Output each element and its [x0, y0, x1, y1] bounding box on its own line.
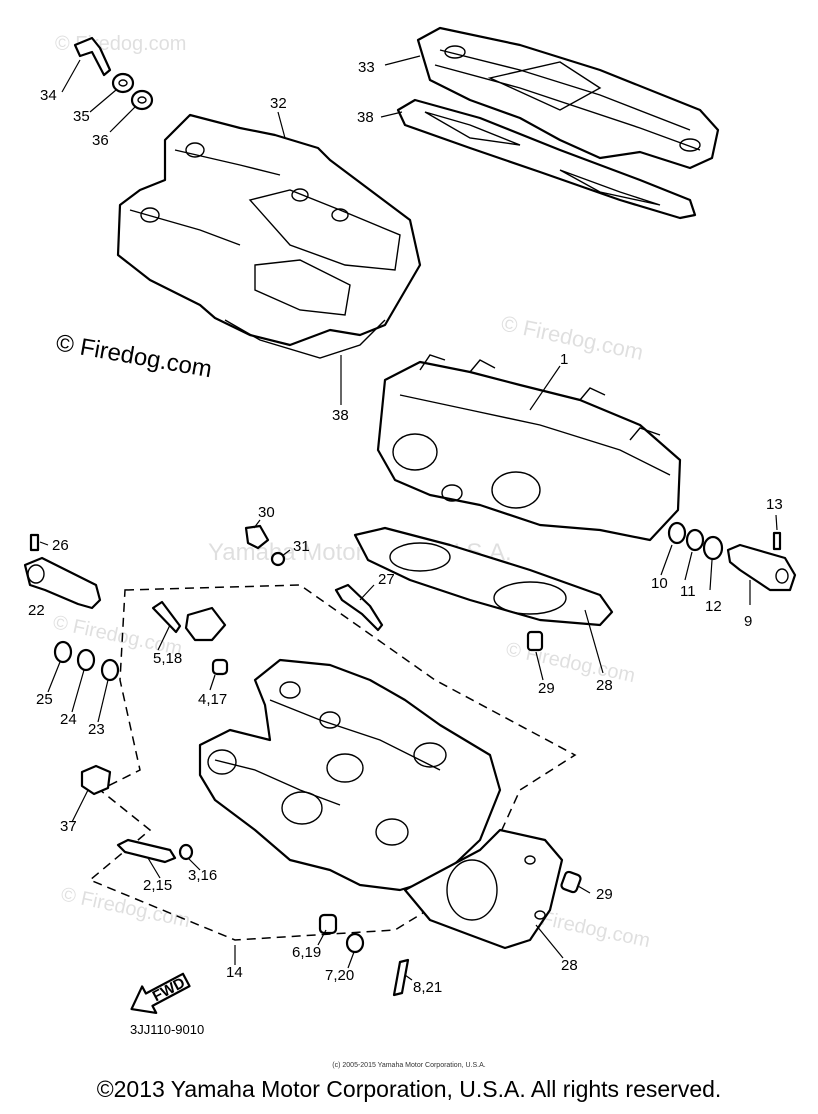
part-7-washer — [345, 932, 365, 954]
callout-9: 9 — [744, 613, 752, 630]
callout-14: 14 — [226, 964, 243, 981]
part-8-stud — [392, 958, 410, 997]
callout-28-lower: 28 — [561, 957, 578, 974]
part-4-plug — [211, 658, 229, 676]
part-14-assembly-outline — [88, 584, 577, 941]
part-31-washer — [270, 551, 286, 567]
part-28-head-gasket-lower — [403, 828, 564, 950]
callout-30: 30 — [258, 504, 275, 521]
part-24-o-ring — [76, 648, 96, 672]
part-11-o-ring — [685, 528, 705, 552]
callout-34: 34 — [40, 87, 57, 104]
part-37-plug — [80, 764, 112, 796]
part-12-o-ring — [702, 535, 724, 561]
part-23-o-ring — [100, 658, 120, 682]
part-22-camshaft-end — [23, 556, 102, 610]
callout-37: 37 — [60, 818, 77, 835]
fwd-arrow: FWD — [130, 972, 191, 1015]
part-14-cylinder-head-front — [198, 658, 502, 892]
fwd-label: FWD — [150, 974, 188, 1005]
part-5-bracket — [184, 606, 227, 642]
part-10-o-ring — [667, 521, 687, 545]
callout-23: 23 — [88, 721, 105, 738]
callout-29-upper: 29 — [538, 680, 555, 697]
part-34-bolt — [73, 36, 112, 77]
part-2-pipe — [116, 838, 177, 864]
part-3-o-ring — [178, 843, 194, 861]
part-26-pin — [29, 533, 40, 552]
callout-1: 1 — [560, 351, 568, 368]
callout-33: 33 — [358, 59, 375, 76]
watermark-right-lower: © Firedog.com — [504, 638, 637, 687]
callout-29-lower: 29 — [596, 886, 613, 903]
callout-13: 13 — [766, 496, 783, 513]
part-35-washer — [111, 72, 135, 94]
callout-3-16: 3,16 — [188, 867, 217, 884]
part-36-grommet-hole — [137, 96, 147, 104]
part-38-gasket-lower — [224, 319, 386, 359]
part-29-dowel-upper — [526, 630, 544, 652]
callout-12: 12 — [705, 598, 722, 615]
callout-38-lower: 38 — [332, 407, 349, 424]
part-28-head-gasket-upper — [353, 526, 614, 627]
callout-10: 10 — [651, 575, 668, 592]
callout-27: 27 — [378, 571, 395, 588]
callout-2-15: 2,15 — [143, 877, 172, 894]
part-9-camshaft-end — [726, 543, 797, 592]
part-25-o-ring — [53, 640, 73, 664]
part-35-washer-hole — [118, 79, 128, 87]
part-13-pin — [772, 531, 782, 551]
callout-7-20: 7,20 — [325, 967, 354, 984]
callout-32: 32 — [270, 95, 287, 112]
part-5-valve — [151, 600, 182, 634]
callout-24: 24 — [60, 711, 77, 728]
part-38-gasket-upper — [396, 98, 697, 220]
part-1-cylinder-head-rear — [376, 354, 682, 542]
callout-4-17: 4,17 — [198, 691, 227, 708]
callout-31: 31 — [293, 538, 310, 555]
callout-8-21: 8,21 — [413, 979, 442, 996]
callout-22: 22 — [28, 602, 45, 619]
watermark-main: © Firedog.com — [54, 329, 214, 383]
callout-28-upper: 28 — [596, 677, 613, 694]
diagram-code: 3JJ110-9010 — [130, 1022, 205, 1037]
callout-11: 11 — [680, 583, 696, 600]
callout-38-upper: 38 — [357, 109, 374, 126]
part-29-dowel-lower — [560, 870, 582, 894]
part-30-plug — [244, 524, 270, 550]
callout-36: 36 — [92, 132, 109, 149]
leader-lines — [39, 55, 778, 981]
watermark-mid-right: © Firedog.com — [499, 310, 646, 365]
callout-26: 26 — [52, 537, 69, 554]
callout-labels: 1 2,15 3,16 4,17 5,18 6,19 7,20 8,21 9 1… — [28, 59, 783, 996]
part-36-grommet — [130, 89, 154, 111]
callout-5-18: 5,18 — [153, 650, 182, 667]
callout-35: 35 — [73, 108, 90, 125]
small-credit-line: (c) 2005-2015 Yamaha Motor Corporation, … — [332, 1062, 486, 1069]
copyright-footer: ©2013 Yamaha Motor Corporation, U.S.A. A… — [96, 1076, 722, 1102]
part-6-collar — [318, 913, 338, 935]
callout-6-19: 6,19 — [292, 944, 321, 961]
callout-25: 25 — [36, 691, 53, 708]
part-32-head-cover-front — [116, 113, 422, 347]
part-27-spark-plug — [334, 583, 384, 632]
part-33-head-cover-rear — [416, 26, 720, 170]
